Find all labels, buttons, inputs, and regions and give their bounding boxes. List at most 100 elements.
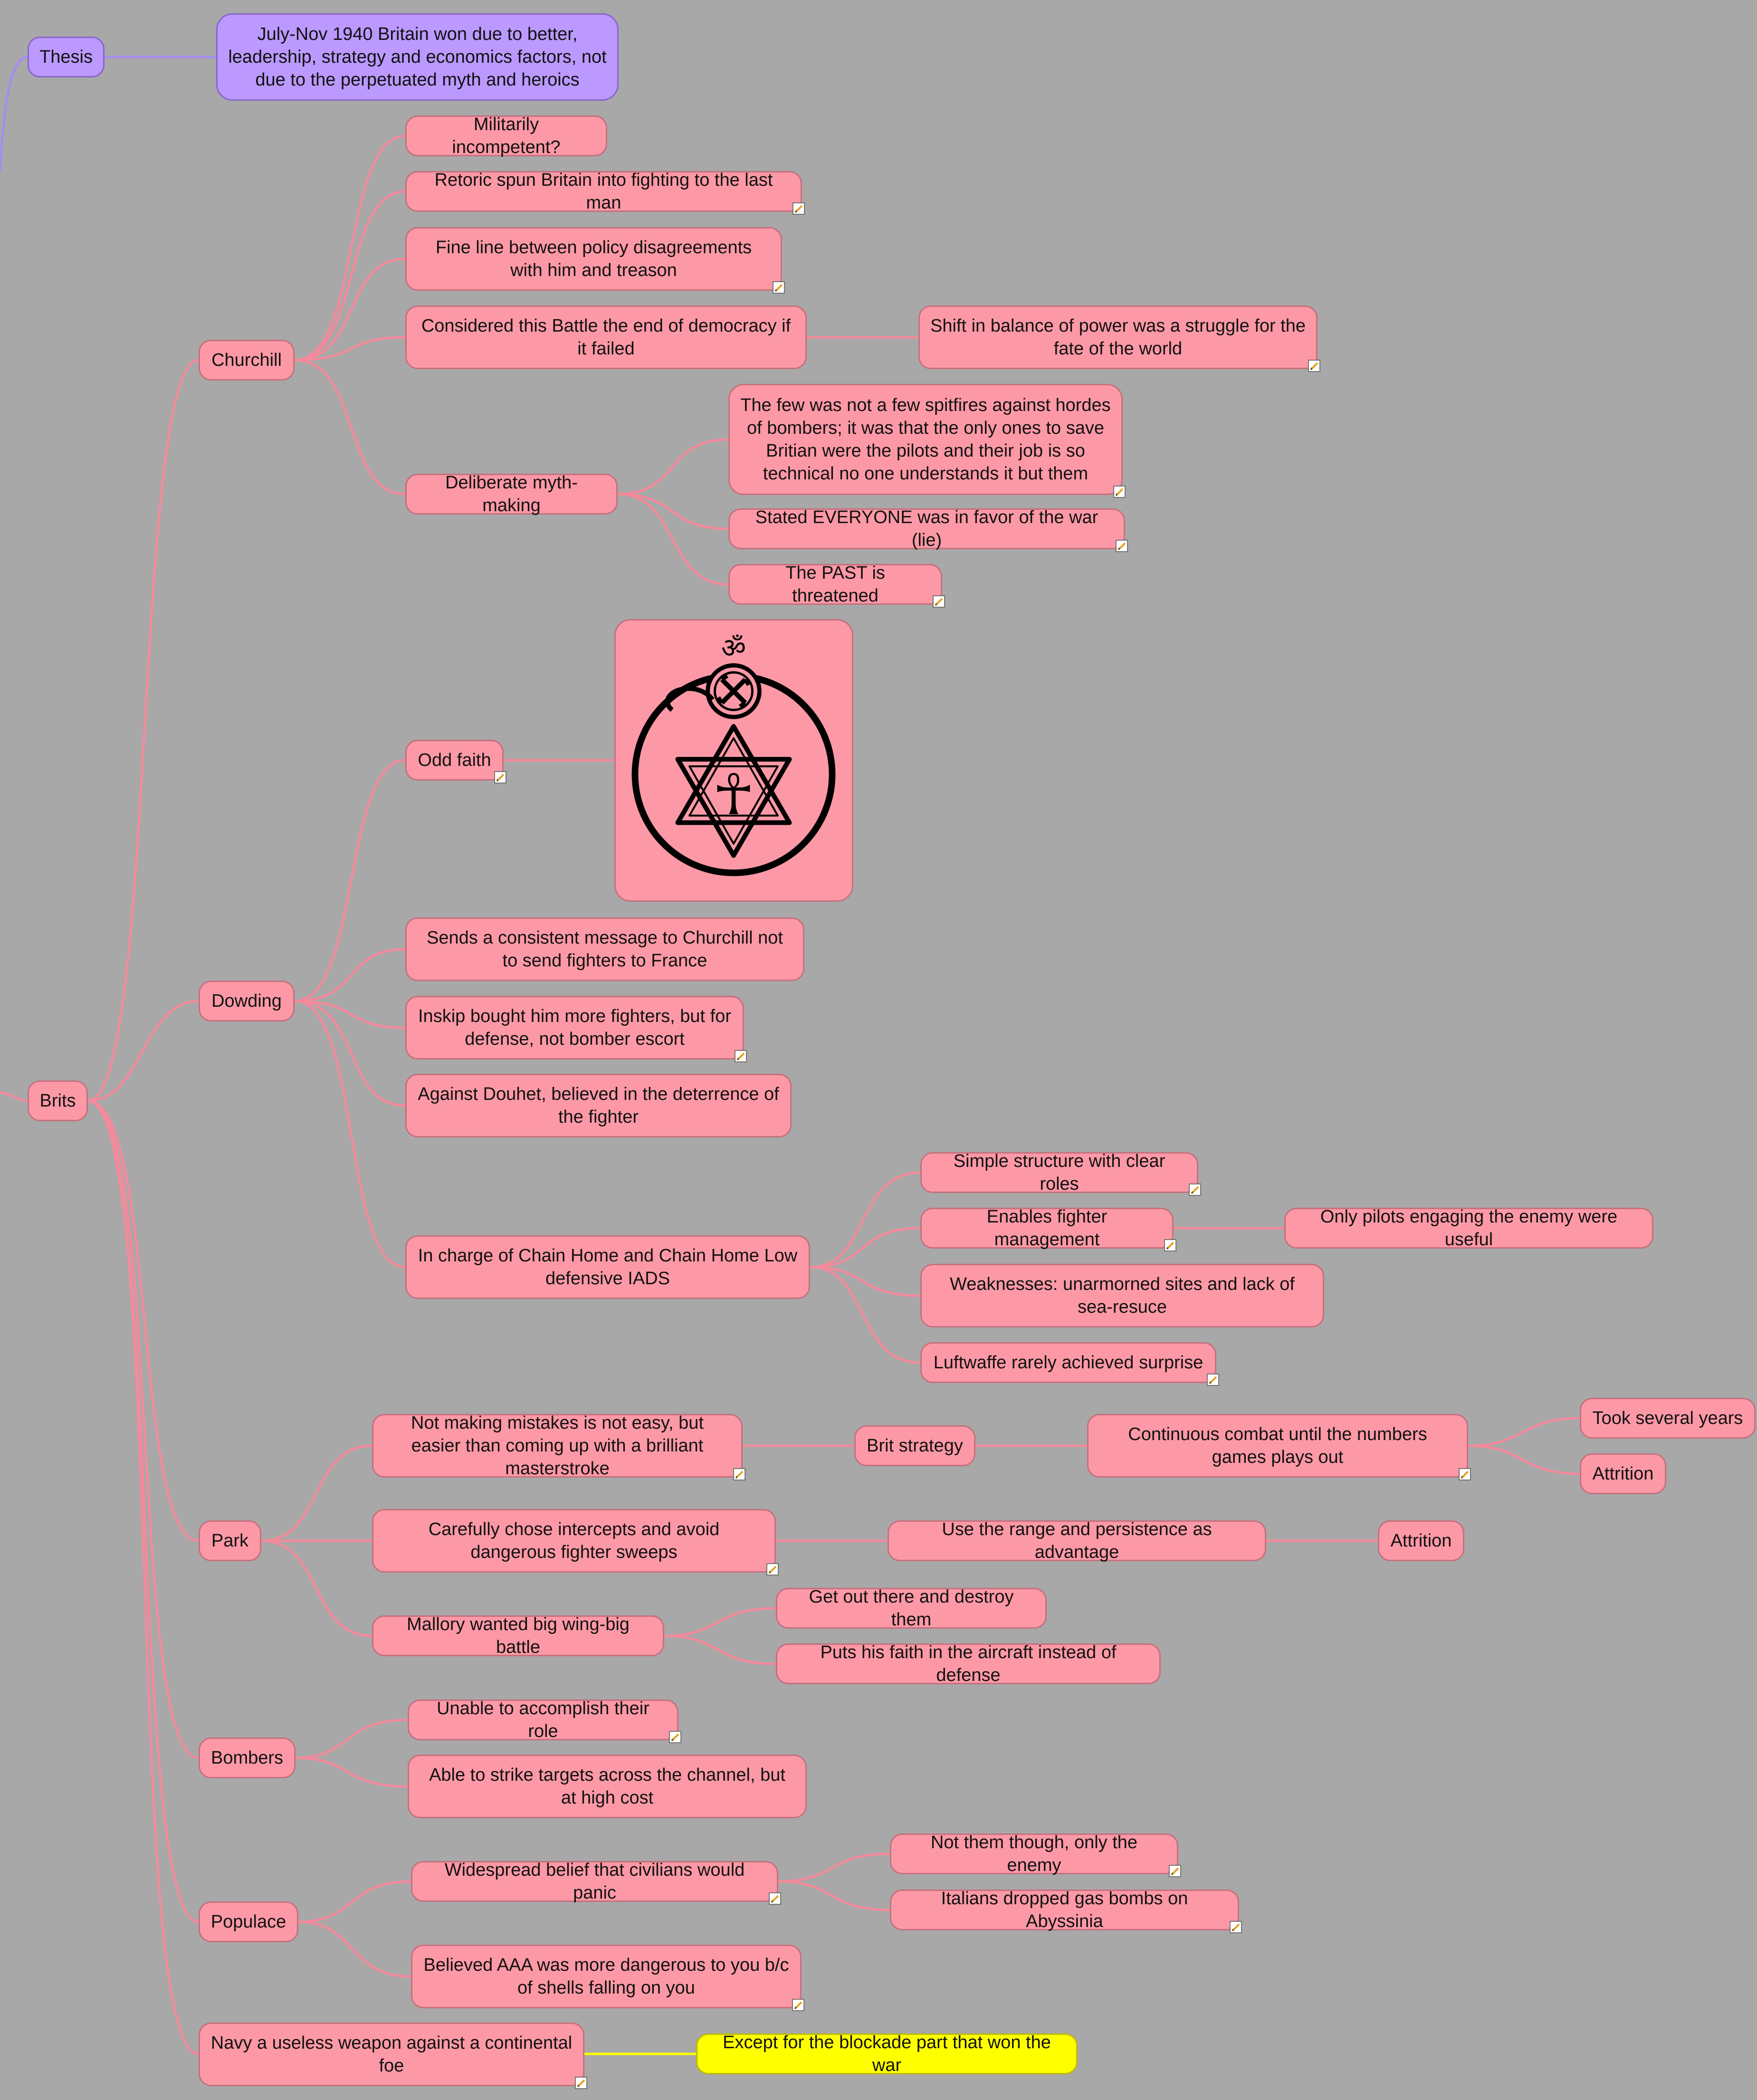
churchill-fine-line-node[interactable]: Fine line between policy disagreements w… xyxy=(405,227,785,294)
churchill-considered-node[interactable]: Considered this Battle the end of democr… xyxy=(405,305,807,369)
note-icon[interactable] xyxy=(1458,1468,1472,1482)
churchill-retoric-node[interactable]: Retoric spun Britain into fighting to th… xyxy=(405,170,805,215)
brits-node[interactable]: Brits xyxy=(28,1080,88,1121)
populace-widespread-text: Widespread belief that civilians would p… xyxy=(444,1860,745,1903)
edge-bombers-unable xyxy=(294,1718,409,1759)
park-carefully-node[interactable]: Carefully chose intercepts and avoid dan… xyxy=(372,1509,779,1575)
iads-only-pilots-node[interactable]: Only pilots engaging the enemy were usef… xyxy=(1284,1207,1653,1250)
note-icon[interactable] xyxy=(1164,1239,1178,1253)
note-icon[interactable] xyxy=(1308,359,1322,373)
park-not-mistakes-node[interactable]: Not making mistakes is not easy, but eas… xyxy=(372,1413,745,1480)
thesis-statement-node[interactable]: July-Nov 1940 Britain won due to better,… xyxy=(216,13,619,101)
populace-aaa-node[interactable]: Believed AAA was more dangerous to you b… xyxy=(411,1945,804,2011)
navy-blockade-text: Except for the blockade part that won th… xyxy=(723,2033,1051,2075)
park-mallory-node[interactable]: Mallory wanted big wing-big battle xyxy=(372,1614,664,1657)
myth-few-text: The few was not a few spitfires against … xyxy=(740,395,1111,484)
populace-label: Populace xyxy=(210,1912,286,1932)
edge-mallory-puts-faith xyxy=(663,1634,777,1665)
bombers-node[interactable]: Bombers xyxy=(199,1737,296,1778)
populace-node[interactable]: Populace xyxy=(199,1901,298,1942)
edge-dowding-douhet xyxy=(293,1000,407,1107)
churchill-node[interactable]: Churchill xyxy=(199,340,295,381)
park-took-years-node[interactable]: Took several years xyxy=(1580,1398,1756,1439)
note-icon[interactable] xyxy=(1113,485,1127,499)
edge-churchill-militarily xyxy=(293,134,407,362)
dowding-iads-node[interactable]: In charge of Chain Home and Chain Home L… xyxy=(405,1235,810,1299)
theosophical-seal-image-node[interactable]: ॐ ☥ xyxy=(614,619,853,902)
populace-italians-node[interactable]: Italians dropped gas bombs on Abyssinia xyxy=(890,1889,1242,1933)
edge-park-not-mistakes xyxy=(260,1444,373,1542)
edge-populace-aaa xyxy=(297,1920,412,1978)
churchill-shift-node[interactable]: Shift in balance of power was a struggle… xyxy=(918,305,1320,372)
edge-iads-enables xyxy=(809,1227,922,1269)
ankh-symbol: ☥ xyxy=(713,762,754,828)
edge-iads-simple xyxy=(809,1171,922,1269)
bombers-able-node[interactable]: Able to strike targets across the channe… xyxy=(408,1755,807,1818)
churchill-myth-label: Deliberate myth-making xyxy=(445,473,578,515)
dowding-odd-faith-node[interactable]: Odd faith xyxy=(405,740,506,783)
iads-simple-node[interactable]: Simple structure with clear roles xyxy=(920,1151,1201,1196)
park-node[interactable]: Park xyxy=(199,1520,261,1561)
park-use-range-text: Use the range and persistence as advanta… xyxy=(942,1519,1212,1562)
edge-churchill-considered xyxy=(293,336,407,362)
bombers-able-text: Able to strike targets across the channe… xyxy=(429,1765,785,1808)
park-puts-faith-node[interactable]: Puts his faith in the aircraft instead o… xyxy=(776,1642,1161,1685)
note-icon[interactable] xyxy=(1206,1373,1221,1387)
note-icon[interactable] xyxy=(734,1050,748,1064)
note-icon[interactable] xyxy=(1188,1183,1203,1197)
park-use-range-node[interactable]: Use the range and persistence as advanta… xyxy=(888,1519,1266,1562)
note-icon[interactable] xyxy=(792,202,806,216)
edge-dowding-inskip xyxy=(293,1000,407,1029)
edge-myth-few xyxy=(616,438,730,496)
note-icon[interactable] xyxy=(792,1998,806,2013)
park-brit-strategy-node[interactable]: Brit strategy xyxy=(854,1425,975,1466)
note-icon[interactable] xyxy=(668,1730,683,1745)
iads-enables-node[interactable]: Enables fighter management xyxy=(920,1207,1176,1251)
iads-weaknesses-node[interactable]: Weaknesses: unarmorned sites and lack of… xyxy=(920,1264,1324,1327)
navy-blockade-node[interactable]: Except for the blockade part that won th… xyxy=(696,2033,1078,2075)
note-icon[interactable] xyxy=(1168,1864,1183,1879)
iads-enables-text: Enables fighter management xyxy=(986,1207,1108,1250)
populace-not-them-node[interactable]: Not them though, only the enemy xyxy=(890,1833,1181,1877)
bombers-unable-text: Unable to accomplish their role xyxy=(437,1699,649,1741)
note-icon[interactable] xyxy=(932,595,946,609)
edge-dowding-odd-faith xyxy=(293,759,407,1002)
note-icon[interactable] xyxy=(768,1892,783,1906)
park-brit-strategy-text: Brit strategy xyxy=(867,1436,963,1456)
thesis-statement-text: July-Nov 1940 Britain won due to better,… xyxy=(228,24,607,90)
churchill-myth-node[interactable]: Deliberate myth-making xyxy=(405,473,618,515)
park-attrition-2-text: Attrition xyxy=(1390,1531,1452,1551)
churchill-shift-text: Shift in balance of power was a struggle… xyxy=(930,316,1306,359)
note-icon[interactable] xyxy=(574,2076,589,2090)
dowding-node[interactable]: Dowding xyxy=(199,981,295,1021)
note-icon[interactable] xyxy=(1229,1920,1243,1935)
bombers-unable-node[interactable]: Unable to accomplish their role xyxy=(408,1699,681,1743)
note-icon[interactable] xyxy=(733,1468,747,1482)
thesis-node[interactable]: Thesis xyxy=(28,37,105,77)
myth-past-text: The PAST is threatened xyxy=(785,563,885,606)
dowding-sends-node[interactable]: Sends a consistent message to Churchill … xyxy=(405,917,804,981)
edge-populace-widespread xyxy=(297,1880,412,1923)
park-attrition-1-node[interactable]: Attrition xyxy=(1580,1453,1666,1494)
myth-past-node[interactable]: The PAST is threatened xyxy=(728,563,945,608)
park-carefully-text: Carefully chose intercepts and avoid dan… xyxy=(428,1519,720,1562)
note-icon[interactable] xyxy=(772,281,786,295)
dowding-douhet-node[interactable]: Against Douhet, believed in the deterren… xyxy=(405,1074,792,1137)
dowding-inskip-node[interactable]: Inskip bought him more fighters, but for… xyxy=(405,996,747,1062)
park-get-out-node[interactable]: Get out there and destroy them xyxy=(776,1587,1047,1630)
myth-everyone-node[interactable]: Stated EVERYONE was in favor of the war … xyxy=(728,507,1128,552)
park-attrition-2-node[interactable]: Attrition xyxy=(1378,1520,1464,1561)
note-icon[interactable] xyxy=(766,1563,780,1577)
park-continuous-node[interactable]: Continuous combat until the numbers game… xyxy=(1087,1414,1471,1480)
edge-brits-bombers xyxy=(86,1099,200,1759)
note-icon[interactable] xyxy=(1115,539,1129,554)
park-not-mistakes-text: Not making mistakes is not easy, but eas… xyxy=(411,1413,704,1479)
populace-widespread-node[interactable]: Widespread belief that civilians would p… xyxy=(411,1860,781,1905)
myth-few-node[interactable]: The few was not a few spitfires against … xyxy=(728,384,1126,498)
churchill-militarily-node[interactable]: Militarily incompetent? xyxy=(405,115,607,157)
park-mallory-text: Mallory wanted big wing-big battle xyxy=(407,1614,630,1657)
note-icon[interactable] xyxy=(494,771,508,785)
iads-luftwaffe-node[interactable]: Luftwaffe rarely achieved surprise xyxy=(920,1342,1219,1386)
edge-root-brits xyxy=(0,1091,29,1102)
navy-node[interactable]: Navy a useless weapon against a continen… xyxy=(199,2023,587,2089)
